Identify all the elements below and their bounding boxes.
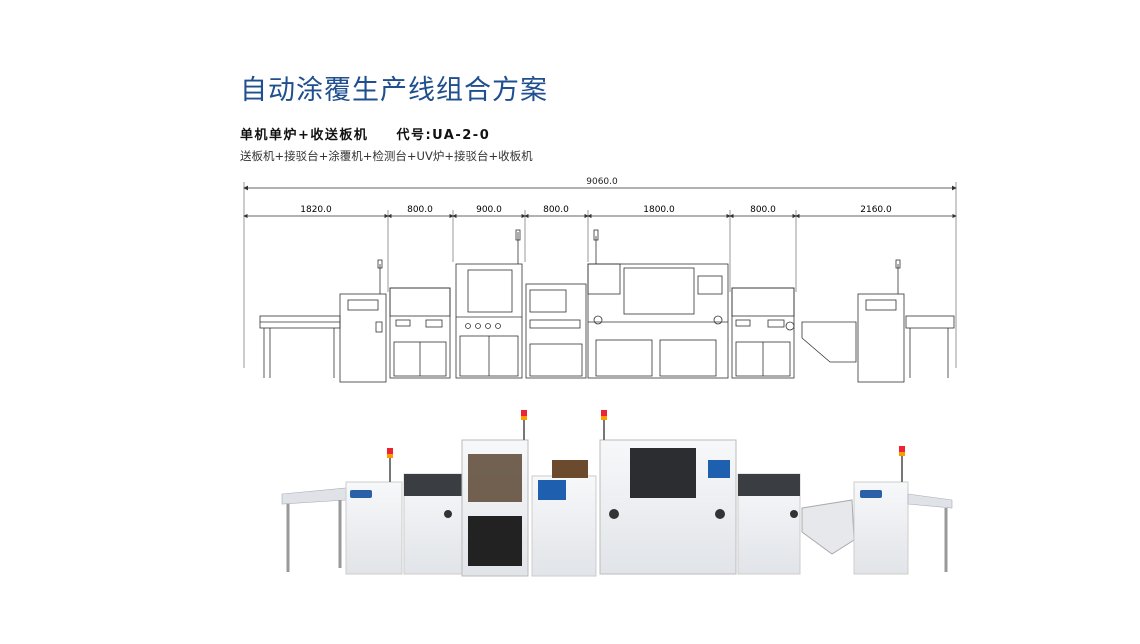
model-name: 单机单炉+收送板机 — [240, 128, 369, 143]
dimension-seg-3: 900.0 — [476, 205, 502, 215]
extension-lines — [243, 182, 957, 368]
technical-drawing: 9060.0 1820.0 800.0 900.0 800.0 1800.0 8… — [243, 177, 957, 383]
model-code: 代号:UA-2-0 — [396, 128, 491, 143]
dimension-seg-5: 1800.0 — [643, 205, 675, 215]
inspection-table-photo — [531, 460, 597, 577]
dimension-seg-7: 2160.0 — [860, 205, 892, 215]
loader-conveyor-drawing — [259, 315, 341, 378]
dimension-seg-2: 800.0 — [407, 205, 433, 215]
segment-dimensions: 1820.0 800.0 900.0 800.0 1800.0 800.0 21… — [243, 205, 957, 219]
loader-photo — [281, 448, 403, 575]
coating-machine-drawing — [455, 229, 523, 379]
configuration-text: 送板机+接驳台+涂覆机+检测台+UV炉+接驳台+收板机 — [240, 149, 533, 163]
inspection-table-drawing — [525, 283, 587, 379]
model-line: 单机单炉+收送板机 代号:UA-2-0 — [240, 124, 490, 143]
shuttle-1-photo — [403, 473, 463, 575]
dimension-seg-1: 1820.0 — [300, 205, 332, 215]
page-title: 自动涂覆生产线组合方案 — [240, 75, 548, 106]
coating-machine-photo — [461, 410, 529, 577]
unloader-photo — [801, 446, 953, 575]
loader-machine-drawing — [339, 259, 387, 383]
total-dimension: 9060.0 — [243, 177, 957, 191]
shuttle-1-drawing — [389, 287, 451, 379]
production-line-image — [281, 410, 953, 577]
unloader-machine-drawing — [801, 259, 955, 383]
shuttle-2-drawing — [731, 287, 795, 379]
dimension-seg-4: 800.0 — [543, 205, 569, 215]
shuttle-2-photo — [737, 473, 801, 575]
total-dimension-label: 9060.0 — [586, 177, 618, 187]
dimension-seg-6: 800.0 — [750, 205, 776, 215]
uv-oven-drawing — [587, 229, 729, 379]
uv-oven-photo — [599, 410, 737, 575]
